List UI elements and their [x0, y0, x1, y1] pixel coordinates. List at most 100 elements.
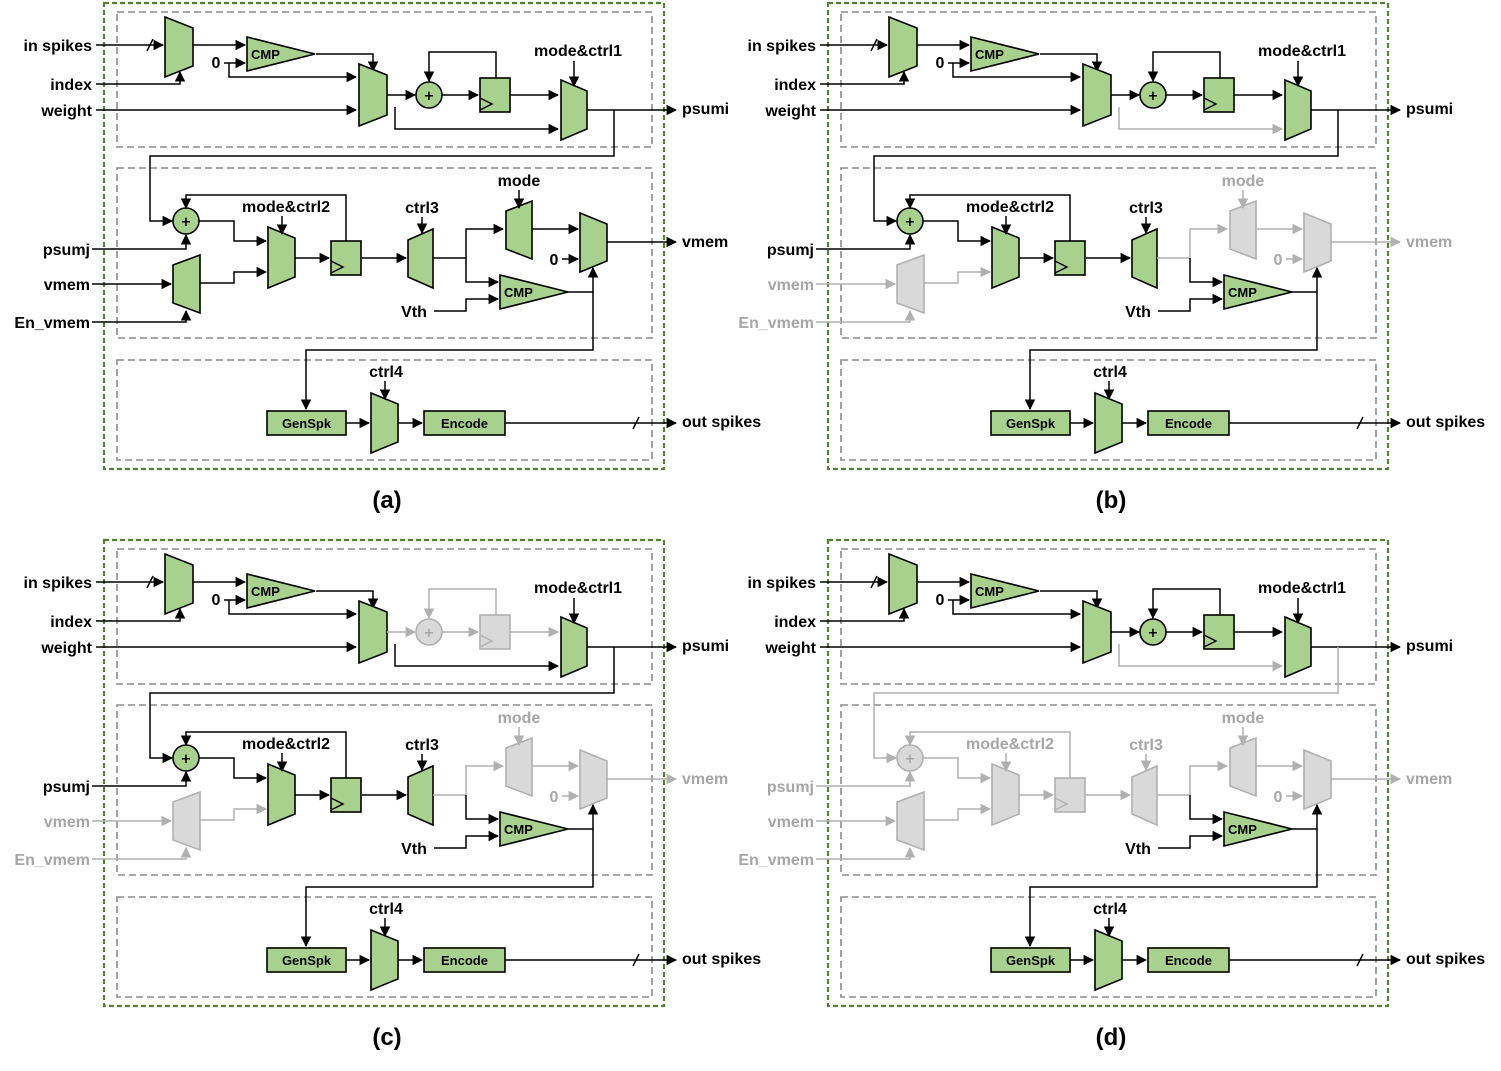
label-mode-ctrl1: mode&ctrl1: [1258, 580, 1346, 597]
wire: [433, 223, 505, 259]
mux: [1229, 736, 1257, 798]
label-index: index: [50, 614, 92, 631]
label-weight: weight: [764, 103, 816, 120]
adder-plus: +: [1148, 626, 1159, 641]
mux: [505, 199, 533, 261]
label-vmem-out: vmem: [1406, 234, 1452, 251]
label-mode-ctrl2: mode&ctrl2: [966, 736, 1054, 753]
label-psumj: psumj: [43, 242, 90, 259]
region-1: [840, 548, 1377, 685]
clock-icon: [479, 634, 494, 648]
comparator: [1223, 273, 1293, 311]
bus-slash: [870, 38, 878, 52]
label-psumi: psumi: [682, 638, 729, 655]
module-border: [826, 538, 1390, 1008]
region-1: [116, 548, 653, 685]
mux: [370, 928, 399, 992]
comparator: [1223, 810, 1293, 848]
comparator-label: CMP: [251, 584, 280, 599]
mux: [579, 211, 608, 274]
label-mode: mode: [1222, 173, 1265, 190]
label-vth: Vth: [1125, 304, 1151, 321]
wire: [1189, 258, 1224, 288]
label-vmem: vmem: [44, 277, 90, 294]
label-mode: mode: [498, 710, 541, 727]
wire: [873, 110, 1339, 227]
comparator: [246, 572, 316, 610]
wire: [434, 293, 500, 312]
mux: [164, 15, 194, 79]
wire: [923, 220, 992, 247]
adder-plus: +: [905, 752, 916, 767]
label-in-spikes: in spikes: [748, 575, 817, 592]
comparator: [970, 35, 1040, 73]
label-weight: weight: [764, 640, 816, 657]
adder-plus: +: [1148, 89, 1159, 104]
bus-slash: [146, 575, 154, 589]
label-vth: Vth: [401, 304, 427, 321]
comparator-label: CMP: [504, 285, 533, 300]
clock-icon: [330, 260, 345, 274]
comparator: [970, 572, 1040, 610]
label-ctrl4: ctrl4: [1093, 901, 1127, 918]
label-out-spikes: out spikes: [682, 414, 761, 431]
wire: [96, 607, 186, 622]
clock-icon: [479, 97, 494, 111]
label-psumi: psumi: [1406, 101, 1453, 118]
encode-block-label: Encode: [1165, 953, 1212, 968]
wire: [952, 63, 1082, 83]
module-border: [826, 1, 1390, 471]
mux: [1094, 928, 1123, 992]
module-border: [102, 1, 666, 471]
genspk-block-label: GenSpk: [282, 953, 332, 968]
label-vth: Vth: [401, 841, 427, 858]
register: [479, 614, 511, 650]
region-3: [840, 896, 1377, 998]
genspk-block-label: GenSpk: [1006, 953, 1056, 968]
label-vmem: vmem: [44, 814, 90, 831]
register: [479, 77, 511, 113]
wire: [465, 795, 500, 825]
wire: [904, 194, 1071, 242]
wire: [199, 757, 268, 784]
mux: [991, 762, 1020, 827]
encode-block-label: Encode: [441, 953, 488, 968]
label-index: index: [774, 614, 816, 631]
genspk-block-label: GenSpk: [282, 416, 332, 431]
comparator-label: CMP: [504, 822, 533, 837]
label-psumi: psumi: [1406, 638, 1453, 655]
comparator-label: CMP: [251, 47, 280, 62]
wire: [394, 107, 560, 135]
label-vmem: vmem: [768, 814, 814, 831]
label-en-vmem: En_vmem: [738, 315, 814, 332]
bus-slash: [1356, 953, 1364, 967]
region-1: [840, 11, 1377, 148]
label-in-spikes: in spikes: [24, 575, 93, 592]
wire: [149, 110, 615, 227]
adder-plus: +: [424, 626, 435, 641]
mux: [164, 552, 194, 616]
wire: [952, 600, 1082, 620]
wire: [1024, 292, 1318, 411]
label-psumi: psumi: [682, 101, 729, 118]
encode-block: [423, 410, 506, 436]
genspk-block: [990, 410, 1071, 436]
wire: [92, 309, 192, 323]
mux: [1229, 199, 1257, 261]
wire: [199, 220, 268, 247]
mux: [1131, 764, 1158, 827]
mux: [1284, 78, 1312, 142]
region-2: [116, 704, 653, 876]
wire: [1157, 760, 1229, 796]
wire: [1040, 53, 1103, 73]
panel-0: in spikesindexweightCMP0+mode&ctrl1psumi…: [14, 1, 761, 514]
mux: [1082, 599, 1112, 665]
wire: [92, 233, 192, 250]
wire: [180, 731, 347, 779]
bus-slash: [1356, 416, 1364, 430]
mux: [579, 748, 608, 811]
comparator: [246, 35, 316, 73]
panel-caption: (d): [1096, 1024, 1127, 1051]
wire: [316, 53, 379, 73]
